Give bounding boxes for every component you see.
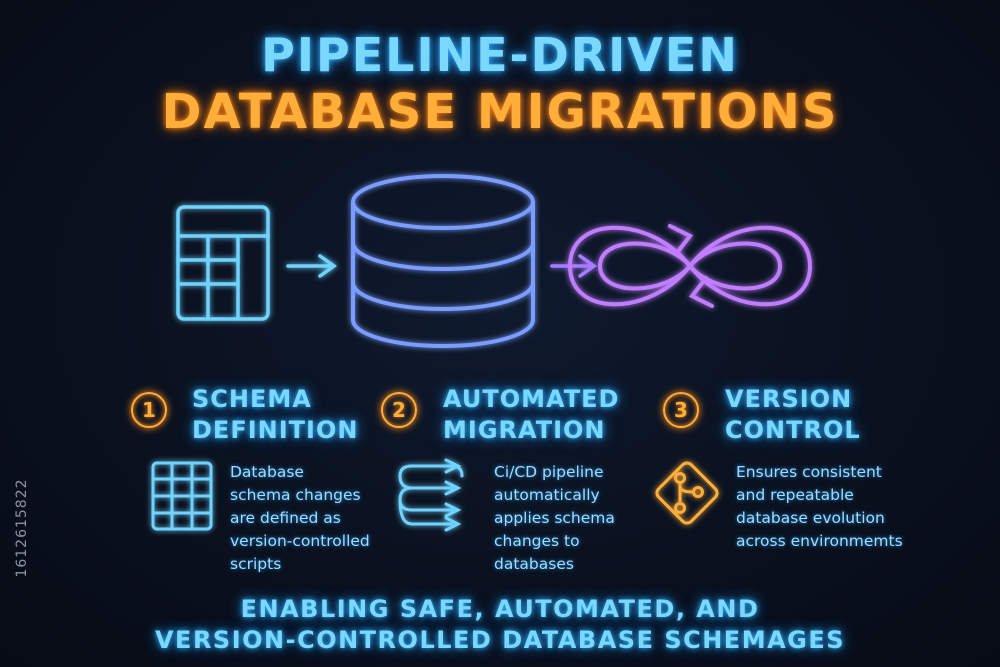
infinity-loop-icon [567,224,813,308]
step-description-3: Ensures consistent and repeatable databa… [736,461,903,553]
schema-grid-icon [151,461,213,531]
step-description-2: Ci/CD pipeline automatically applies sch… [494,461,615,576]
step-heading-1-line-2: DEFINITION [192,416,359,444]
step-heading-2-line-1: AUTOMATED [443,385,620,413]
desc-line: applies schema [494,509,615,527]
step-number-2: 2 [381,392,417,428]
step-heading-3-line-1: VERSION [725,385,853,413]
table-icon [176,205,270,321]
pipeline-arrows-icon [398,458,464,532]
desc-line: schema changes [230,486,361,504]
arrow-right-icon [286,254,338,278]
footer-line-1: ENABLING SAFE, AUTOMATED, AND [240,595,760,623]
step-number-1: 1 [131,392,167,428]
arrow-right-icon [550,254,598,278]
side-id-text: 1612615822 [14,478,30,578]
step-number-3: 3 [663,392,699,428]
desc-line: automatically [494,486,600,504]
git-branch-icon [655,461,719,525]
step-heading-3-line-2: CONTROL [725,416,861,444]
desc-line: version-controlled [230,532,370,550]
step-heading-3: VERSION CONTROL [725,384,861,446]
desc-line: scripts [230,555,282,573]
step-heading-2-line-2: MIGRATION [443,416,606,444]
title-line-1: PIPELINE-DRIVEN [261,28,739,82]
step-heading-2: AUTOMATED MIGRATION [443,384,619,446]
database-icon [351,174,535,348]
desc-line: are defined as [230,509,341,527]
desc-line: changes to [494,532,580,550]
desc-line: databases [494,555,574,573]
desc-line: Ci/CD pipeline [494,463,604,481]
desc-line: Ensures consistent [736,463,882,481]
desc-line: Database [230,463,304,481]
step-heading-1-line-1: SCHEMA [192,385,312,413]
desc-line: and repeatable [736,486,854,504]
footer-line-2: VERSION-CONTROLLED DATABASE SCHEMAGES [154,626,846,654]
desc-line: across environmemts [736,532,903,550]
desc-line: database evolution [736,509,885,527]
title-line-2: DATABASE MIGRATIONS [161,84,839,140]
step-heading-1: SCHEMA DEFINITION [192,384,358,446]
step-description-1: Database schema changes are defined as v… [230,461,370,576]
